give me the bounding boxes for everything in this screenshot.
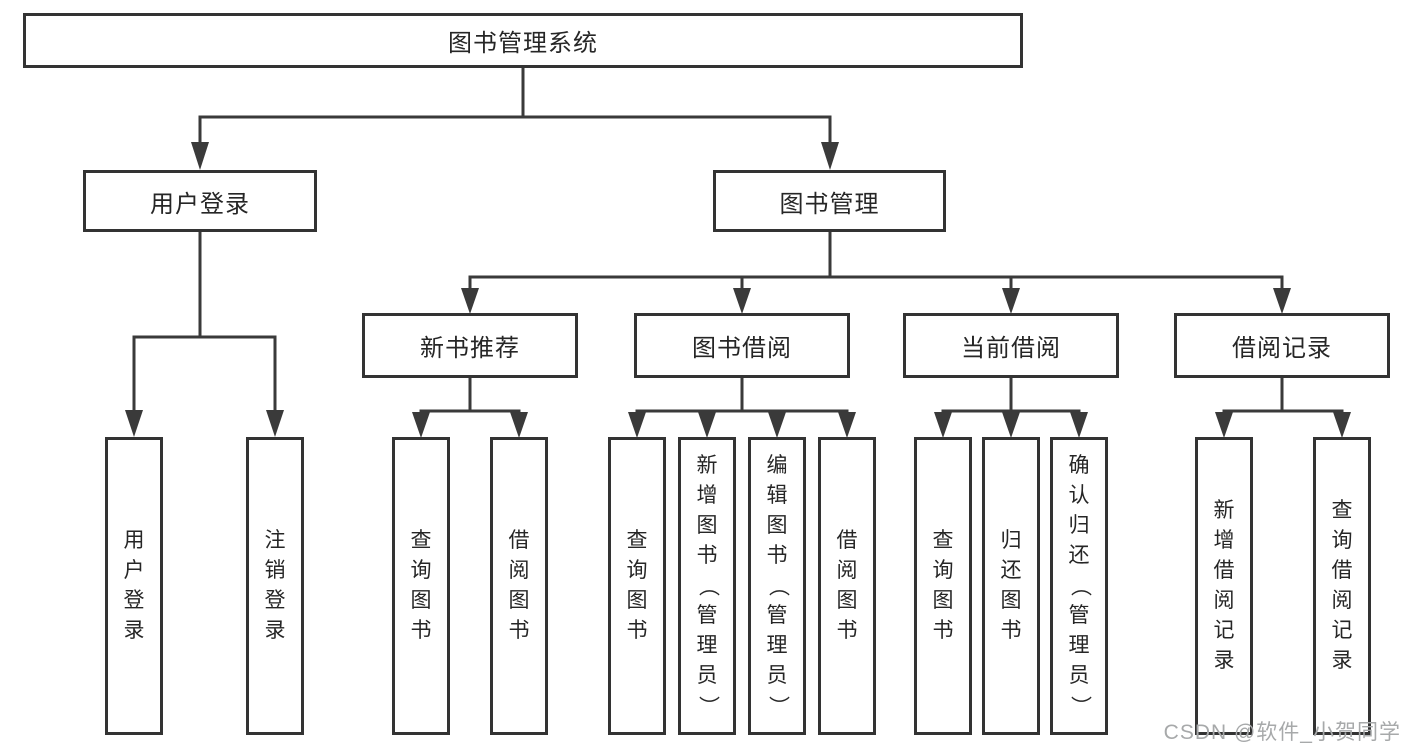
leaf-label: 新增借阅记录 <box>1213 499 1235 672</box>
node-label: 新书推荐 <box>420 335 520 362</box>
root-connector <box>191 68 839 170</box>
user-login-connector <box>125 232 284 437</box>
node-label: 图书管理 <box>779 190 880 218</box>
leaf-search-books-1: 查询图书 <box>392 437 450 735</box>
leaf-add-books-admin: 新增图书（管理员） <box>678 437 736 735</box>
borrow-records-connector <box>1215 377 1351 438</box>
node-book-management: 图书管理 <box>713 170 946 232</box>
node-user-login: 用户登录 <box>83 170 317 232</box>
node-label: 图书管理系统 <box>448 30 598 57</box>
node-book-borrow: 图书借阅 <box>634 313 850 378</box>
node-label: 图书借阅 <box>692 335 792 362</box>
leaf-label: 借阅图书 <box>836 529 858 642</box>
current-borrow-connector <box>934 377 1088 438</box>
leaf-label: 查询图书 <box>932 529 954 642</box>
leaf-return-books: 归还图书 <box>982 437 1040 735</box>
node-label: 当前借阅 <box>961 335 1061 362</box>
leaf-label: 确认归还（管理员） <box>1068 454 1091 717</box>
leaf-label: 新增图书（管理员） <box>696 454 719 717</box>
new-book-recommend-connector <box>412 377 528 438</box>
node-label: 用户登录 <box>150 190 250 218</box>
leaf-edit-books-admin: 编辑图书（管理员） <box>748 437 806 735</box>
leaf-label: 查询借阅记录 <box>1331 499 1353 672</box>
node-library-management-system: 图书管理系统 <box>23 13 1023 68</box>
watermark: CSDN @软件_小贺同学 <box>1163 721 1401 744</box>
leaf-search-borrow-record: 查询借阅记录 <box>1313 437 1371 735</box>
book-borrow-connector <box>628 377 856 438</box>
leaf-search-books-2: 查询图书 <box>608 437 666 735</box>
node-label: 借阅记录 <box>1232 335 1332 362</box>
node-borrow-records: 借阅记录 <box>1174 313 1390 378</box>
leaf-label: 编辑图书（管理员） <box>766 454 789 717</box>
leaf-label: 查询图书 <box>410 529 432 642</box>
leaf-label: 借阅图书 <box>508 529 530 642</box>
leaf-add-borrow-record: 新增借阅记录 <box>1195 437 1253 735</box>
leaf-user-login: 用户登录 <box>105 437 163 735</box>
leaf-label: 归还图书 <box>1000 529 1022 642</box>
leaf-label: 用户登录 <box>123 529 145 642</box>
node-current-borrow: 当前借阅 <box>903 313 1119 378</box>
leaf-borrow-books-2: 借阅图书 <box>818 437 876 735</box>
node-new-book-recommend: 新书推荐 <box>362 313 578 378</box>
leaf-search-books-3: 查询图书 <box>914 437 972 735</box>
leaf-confirm-return-admin: 确认归还（管理员） <box>1050 437 1108 735</box>
leaf-logout-login: 注销登录 <box>246 437 304 735</box>
leaf-borrow-books-1: 借阅图书 <box>490 437 548 735</box>
book-management-connector <box>461 232 1291 314</box>
leaf-label: 查询图书 <box>626 529 648 642</box>
leaf-label: 注销登录 <box>264 529 286 642</box>
